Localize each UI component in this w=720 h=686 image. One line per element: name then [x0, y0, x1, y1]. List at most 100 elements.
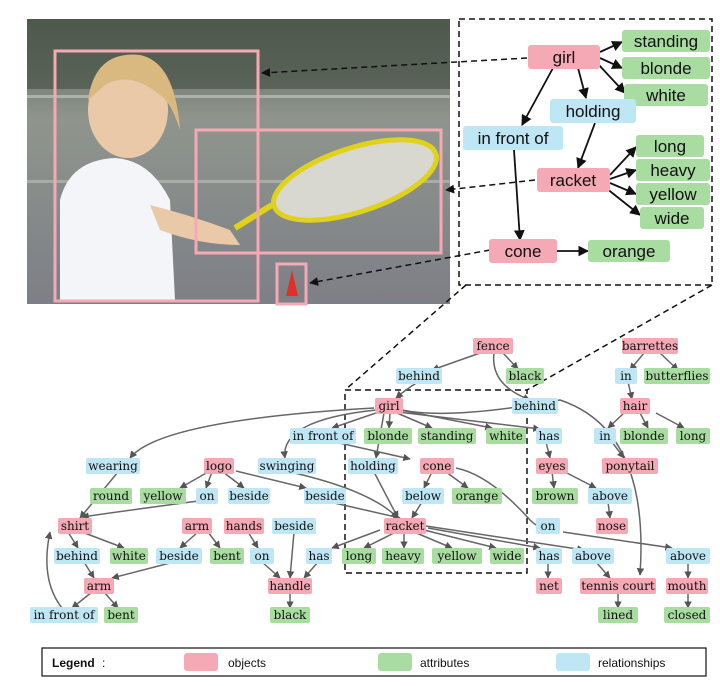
node-relationship-swinging: swinging: [258, 458, 316, 474]
node-attribute-long: long: [676, 428, 710, 444]
node-object-hands: hands: [224, 518, 264, 534]
node-relationship-beside: beside: [272, 518, 316, 534]
node-relationship-beside: beside: [156, 548, 202, 564]
node-relationship-beside: beside: [228, 488, 270, 504]
svg-text:black: black: [274, 608, 307, 622]
node-object-tennis-court: tennis court: [580, 578, 656, 594]
node-relationship-in: in: [615, 368, 637, 384]
node-attribute-long: long: [636, 135, 704, 157]
callout-lines: [261, 18, 713, 574]
node-relationship-above: above: [666, 548, 710, 564]
svg-text:logo: logo: [206, 459, 232, 473]
svg-text:mouth: mouth: [668, 579, 707, 593]
node-attribute-blonde: blonde: [364, 428, 412, 444]
node-object-hair: hair: [620, 398, 650, 414]
svg-text:heavy: heavy: [650, 161, 696, 180]
svg-text:fence: fence: [476, 339, 509, 353]
top-graph-edges: [513, 41, 641, 257]
svg-text:below: below: [405, 489, 442, 503]
node-relationship-behind: behind: [54, 548, 100, 564]
svg-text:girl: girl: [378, 399, 399, 413]
svg-text:net: net: [539, 579, 559, 593]
svg-text:lined: lined: [603, 608, 634, 622]
node-relationship-above: above: [572, 548, 614, 564]
svg-text:white: white: [645, 86, 686, 105]
node-object-nose: nose: [596, 518, 628, 534]
svg-text:closed: closed: [668, 608, 707, 622]
svg-text:yellow: yellow: [142, 489, 183, 503]
svg-text:wide: wide: [654, 209, 690, 228]
node-relationship-behind: behind: [512, 398, 558, 414]
svg-text:ponytail: ponytail: [605, 459, 654, 473]
svg-text:swinging: swinging: [260, 459, 315, 473]
node-attribute-white: white: [110, 548, 148, 564]
node-object-mouth: mouth: [666, 578, 708, 594]
svg-text:above: above: [670, 549, 706, 563]
node-relationship-has: has: [536, 548, 562, 564]
cone-bbox: [275, 262, 308, 306]
svg-text:behind: behind: [56, 549, 98, 563]
node-attribute-lined: lined: [598, 607, 638, 623]
svg-text:black: black: [509, 369, 542, 383]
node-object-logo: logo: [204, 458, 234, 474]
node-object-cone: cone: [489, 239, 557, 263]
node-relationship-beside: beside: [304, 488, 346, 504]
node-attribute-white: white: [624, 84, 708, 106]
svg-text:racket: racket: [550, 171, 597, 190]
legend-colon: :: [102, 656, 105, 670]
svg-text:blonde: blonde: [640, 59, 691, 78]
svg-text:arm: arm: [185, 519, 210, 533]
girl-shirt: [60, 158, 175, 300]
svg-text:racket: racket: [386, 519, 425, 533]
svg-text:brown: brown: [536, 489, 575, 503]
svg-text:yellow: yellow: [649, 185, 697, 204]
node-attribute-orange: orange: [588, 240, 670, 262]
node-relationship-has: has: [306, 548, 332, 564]
svg-text:beside: beside: [159, 549, 199, 563]
node-object-net: net: [536, 578, 562, 594]
node-attribute-bent: bent: [104, 607, 138, 623]
node-relationship-in-front-of: in front of: [30, 607, 98, 623]
svg-text:blonde: blonde: [623, 429, 664, 443]
node-attribute-heavy: heavy: [382, 548, 424, 564]
node-attribute-butterflies: butterflies: [644, 368, 710, 384]
node-attribute-blonde: blonde: [620, 428, 668, 444]
svg-text:in: in: [620, 369, 632, 383]
svg-text:hair: hair: [623, 399, 648, 413]
node-attribute-black: black: [270, 607, 310, 623]
svg-text:long: long: [654, 137, 686, 156]
svg-text:wide: wide: [493, 549, 522, 563]
legend-label-attributes: attributes: [420, 656, 469, 670]
legend-swatch-objects: [184, 653, 218, 671]
svg-text:holding: holding: [566, 102, 621, 121]
svg-text:yellow: yellow: [436, 549, 477, 563]
svg-text:behind: behind: [514, 399, 556, 413]
svg-text:in front of: in front of: [34, 608, 96, 622]
node-attribute-heavy: heavy: [636, 159, 710, 181]
svg-text:orange: orange: [603, 242, 656, 261]
node-relationship-on: on: [536, 518, 560, 534]
node-attribute-bent: bent: [210, 548, 244, 564]
node-object-ponytail: ponytail: [602, 458, 658, 474]
node-object-handle: handle: [268, 578, 312, 594]
node-object-arm: arm: [182, 518, 212, 534]
node-relationship-has: has: [536, 428, 562, 444]
svg-text:on: on: [200, 489, 215, 503]
node-object-fence: fence: [473, 338, 513, 354]
node-relationship-on: on: [196, 488, 218, 504]
svg-text:has: has: [538, 549, 559, 563]
node-attribute-wide: wide: [490, 548, 524, 564]
node-attribute-round: round: [90, 488, 132, 504]
legend-label-relationships: relationships: [598, 656, 665, 670]
node-object-arm: arm: [84, 578, 114, 594]
racket-bbox: [194, 128, 443, 255]
svg-text:long: long: [346, 549, 373, 563]
svg-text:bent: bent: [107, 608, 135, 622]
legend: Legend : objects attributes relationship…: [41, 647, 707, 677]
svg-text:arm: arm: [87, 579, 112, 593]
svg-text:standing: standing: [421, 429, 474, 443]
node-relationship-in-front-of: in front of: [290, 428, 356, 444]
node-attribute-yellow: yellow: [432, 548, 482, 564]
top-graph-nodes: girl standing blonde white holding in fr…: [463, 30, 710, 263]
